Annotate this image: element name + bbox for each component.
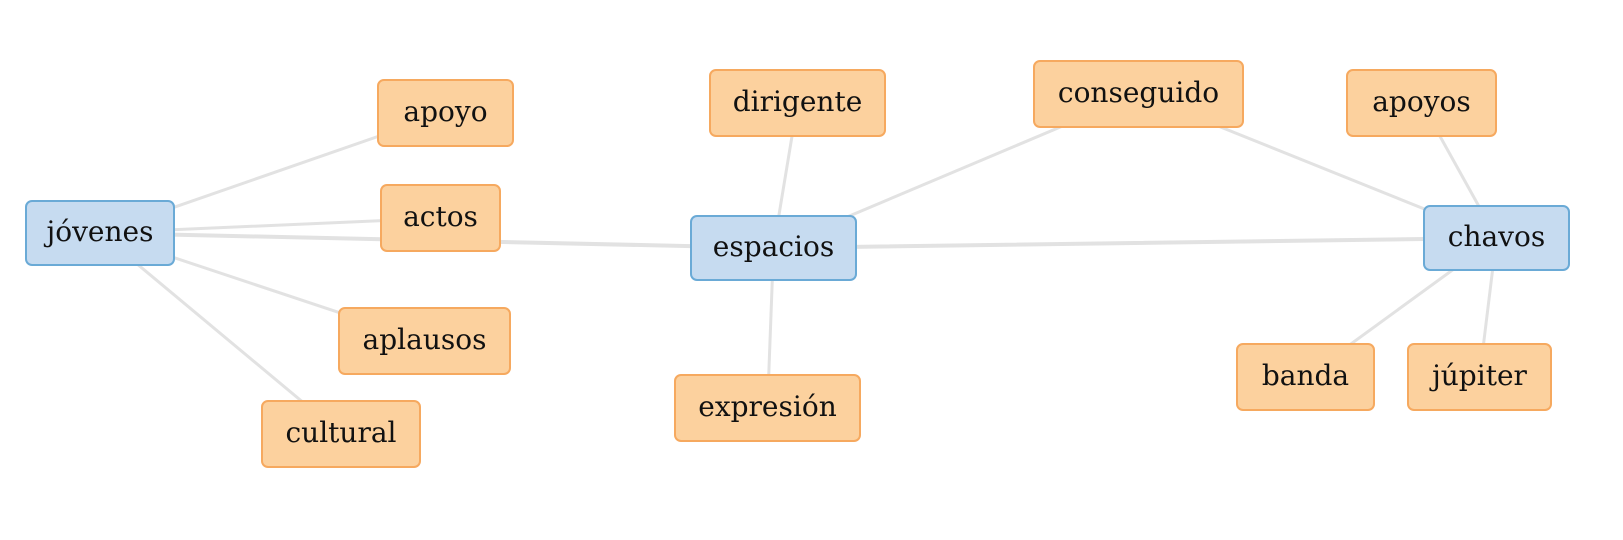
node-label: actos (403, 199, 478, 233)
node-conseguido[interactable]: conseguido (1033, 60, 1244, 128)
node-label: banda (1261, 358, 1350, 392)
node-jovenes[interactable]: jóvenes (25, 200, 175, 266)
node-banda[interactable]: banda (1236, 343, 1375, 411)
node-actos[interactable]: actos (380, 184, 501, 252)
node-label: chavos (1447, 219, 1546, 253)
node-cultural[interactable]: cultural (261, 400, 421, 468)
node-label: espacios (712, 229, 835, 263)
node-label: aplausos (362, 322, 487, 356)
node-label: jóvenes (46, 214, 154, 248)
node-espacios[interactable]: espacios (690, 215, 857, 281)
node-dirigente[interactable]: dirigente (709, 69, 886, 137)
node-label: dirigente (732, 84, 863, 118)
node-jupiter[interactable]: júpiter (1407, 343, 1552, 411)
node-label: cultural (285, 415, 397, 449)
node-apoyo[interactable]: apoyo (377, 79, 514, 147)
node-expresion[interactable]: expresión (674, 374, 861, 442)
node-label: apoyo (403, 94, 488, 128)
node-apoyos[interactable]: apoyos (1346, 69, 1497, 137)
node-label: júpiter (1432, 358, 1527, 392)
node-aplausos[interactable]: aplausos (338, 307, 511, 375)
node-label: apoyos (1372, 84, 1471, 118)
node-chavos[interactable]: chavos (1423, 205, 1570, 271)
node-label: expresión (698, 389, 837, 423)
edge-espacios-chavos (771, 236, 1499, 250)
node-label: conseguido (1057, 75, 1220, 109)
